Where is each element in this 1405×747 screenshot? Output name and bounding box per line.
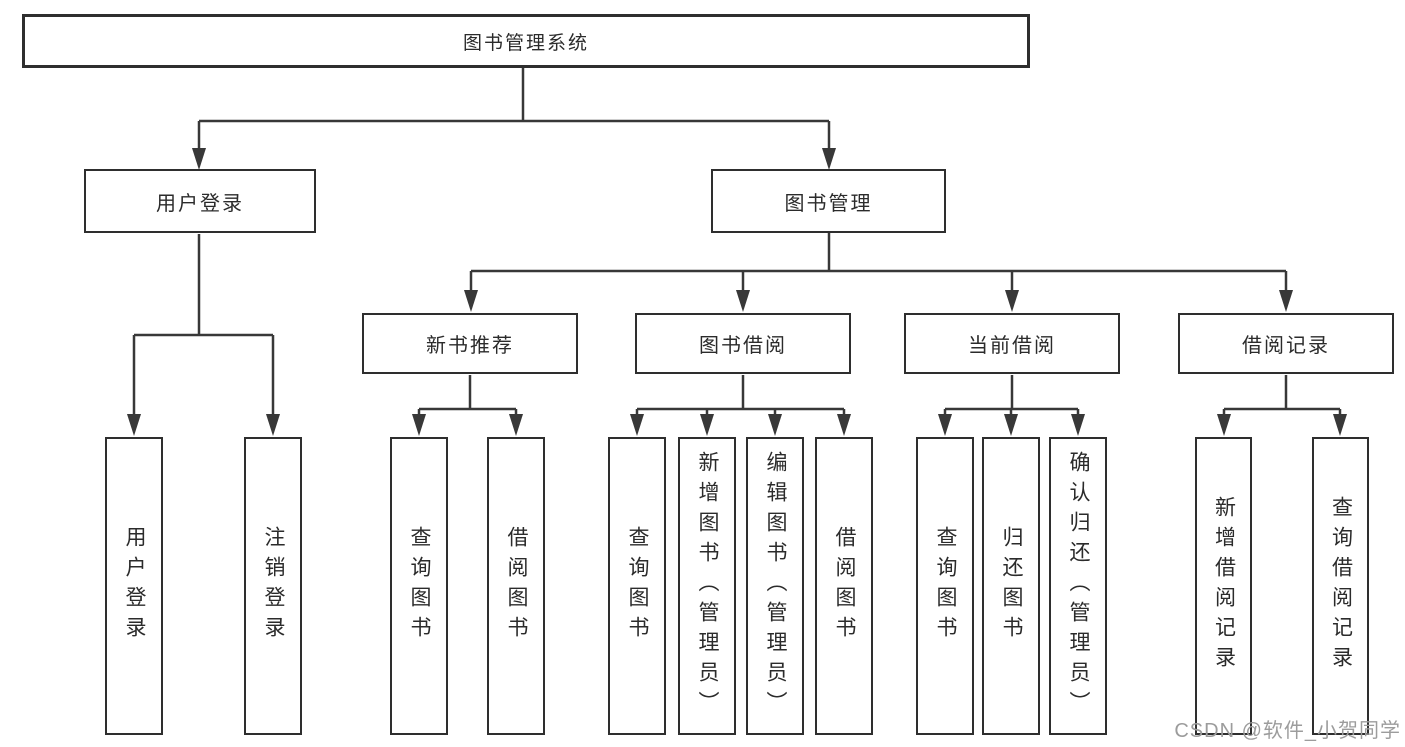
leaf-borrow-add-books-admin-label: 新增图书（管理员） (696, 451, 719, 721)
leaf-borrow-query-books-label: 查询图书 (626, 526, 649, 646)
leaf-current-query-books-label: 查询图书 (934, 526, 957, 646)
leaf-logout-login-label: 注销登录 (262, 526, 285, 646)
leaf-borrow-edit-books-admin: 编辑图书（管理员） (746, 437, 804, 735)
node-current-borrowing: 当前借阅 (904, 313, 1120, 374)
node-library-system: 图书管理系统 (22, 14, 1030, 68)
leaf-current-confirm-return-admin: 确认归还（管理员） (1049, 437, 1107, 735)
node-book-borrowing-label: 图书借阅 (699, 335, 787, 357)
node-borrowing-records-label: 借阅记录 (1242, 335, 1330, 357)
leaf-current-return-books: 归还图书 (982, 437, 1040, 735)
leaf-record-query-borrow-record: 查询借阅记录 (1312, 437, 1369, 735)
leaf-user-login-label: 用户登录 (123, 526, 146, 646)
node-user-login-label: 用户登录 (156, 192, 244, 215)
node-user-login: 用户登录 (84, 169, 316, 233)
leaf-record-query-borrow-record-label: 查询借阅记录 (1329, 496, 1353, 676)
leaf-current-confirm-return-admin-label: 确认归还（管理员） (1067, 451, 1090, 721)
csdn-watermark: CSDN @软件_小贺同学 (1174, 720, 1401, 742)
leaf-newbook-query-books: 查询图书 (390, 437, 448, 735)
leaf-borrow-query-books: 查询图书 (608, 437, 666, 735)
node-borrowing-records: 借阅记录 (1178, 313, 1394, 374)
leaf-record-add-borrow-record-label: 新增借阅记录 (1212, 496, 1236, 676)
leaf-record-add-borrow-record: 新增借阅记录 (1195, 437, 1252, 735)
leaf-newbook-borrow-books: 借阅图书 (487, 437, 545, 735)
node-book-management-label: 图书管理 (784, 192, 873, 215)
node-new-book-recommend-label: 新书推荐 (426, 335, 514, 357)
node-book-management: 图书管理 (711, 169, 946, 233)
node-library-system-label: 图书管理系统 (462, 32, 589, 54)
leaf-borrow-borrow-books: 借阅图书 (815, 437, 873, 735)
leaf-borrow-edit-books-admin-label: 编辑图书（管理员） (764, 451, 787, 721)
leaf-borrow-borrow-books-label: 借阅图书 (833, 526, 856, 646)
node-new-book-recommend: 新书推荐 (362, 313, 578, 374)
leaf-current-return-books-label: 归还图书 (1000, 526, 1023, 646)
leaf-newbook-query-books-label: 查询图书 (408, 526, 431, 646)
leaf-newbook-borrow-books-label: 借阅图书 (505, 526, 528, 646)
leaf-current-query-books: 查询图书 (916, 437, 974, 735)
node-current-borrowing-label: 当前借阅 (968, 335, 1056, 357)
leaf-logout-login: 注销登录 (244, 437, 302, 735)
node-book-borrowing: 图书借阅 (635, 313, 851, 374)
leaf-borrow-add-books-admin: 新增图书（管理员） (678, 437, 736, 735)
leaf-user-login: 用户登录 (105, 437, 163, 735)
